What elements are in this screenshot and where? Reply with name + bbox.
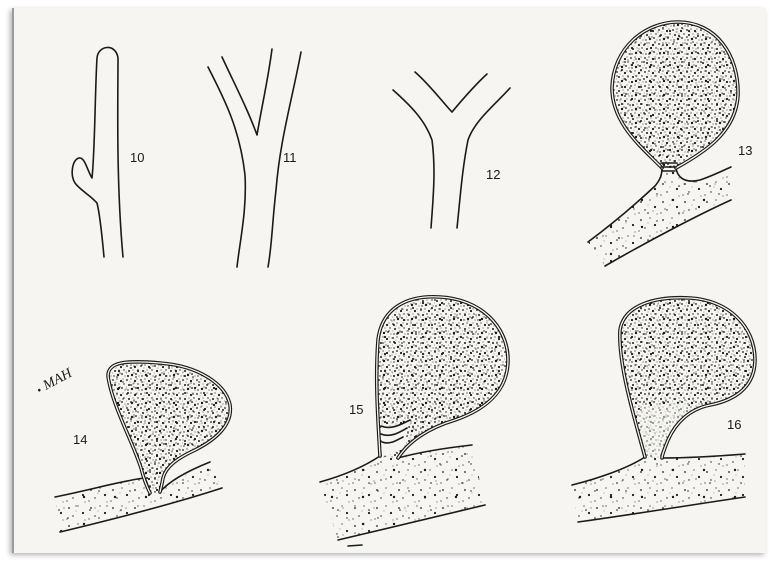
figure-16-sporangium: 16	[572, 298, 755, 522]
figure-label-10: 10	[130, 150, 144, 165]
signature-dot	[38, 388, 42, 392]
figure-12-hypha-fork: 12	[393, 72, 510, 228]
hypha-stipple-overlay	[588, 167, 731, 266]
fork-right-wall	[457, 88, 510, 228]
figure-label-11: 11	[283, 150, 297, 165]
figure-14-sporangium: 14 MAH	[34, 362, 230, 532]
hypha-stipple-overlay	[320, 445, 485, 540]
figure-label-12: 12	[486, 167, 500, 182]
figure-11-hypha-fork: 11	[208, 49, 301, 267]
fork-left-wall	[208, 67, 245, 267]
figure-label-15: 15	[349, 402, 363, 417]
figure-10-hypha-branch: 10	[72, 47, 144, 257]
signature-text: MAH	[40, 366, 75, 394]
figure-13-sporangium: 13	[588, 22, 752, 266]
stray-mark	[348, 545, 362, 546]
figure-15-sporangium: 15	[320, 297, 508, 546]
hypha-stipple-overlay	[55, 462, 222, 532]
hypha-outline	[72, 47, 123, 257]
figure-label-13: 13	[738, 143, 752, 158]
hypha-stipple-overlay	[572, 454, 745, 522]
artist-signature: MAH	[34, 366, 75, 397]
figure-label-14: 14	[73, 432, 87, 447]
fork-inner-wall	[415, 72, 487, 112]
fork-left-wall	[393, 90, 434, 228]
fork-inner-wall	[222, 49, 272, 135]
figure-label-16: 16	[727, 417, 741, 432]
